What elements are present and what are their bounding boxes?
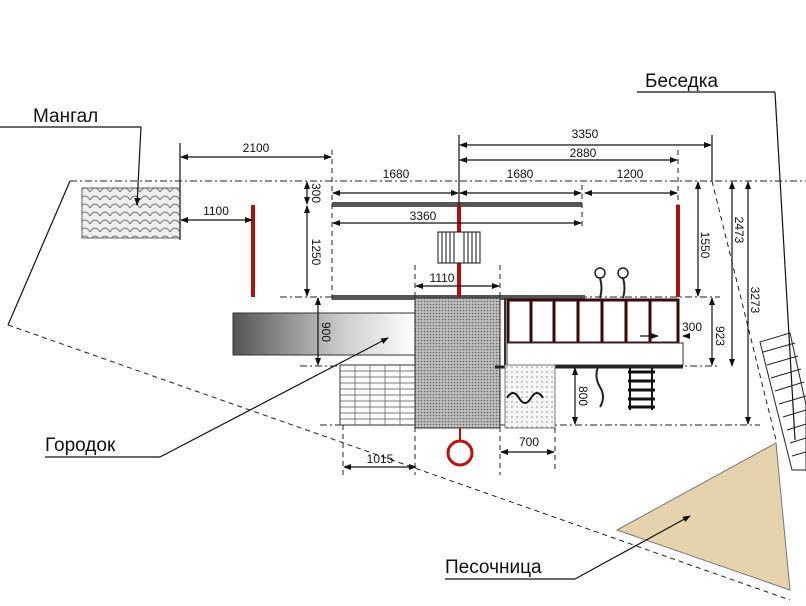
dim-3350: 3350 (572, 127, 599, 141)
top-beam (332, 202, 582, 207)
sand-area (504, 364, 556, 429)
dim-1200: 1200 (617, 167, 644, 181)
dim-300-top: 300 (309, 183, 323, 203)
tube-slide (232, 312, 416, 356)
dim-900: 900 (319, 322, 333, 342)
dim-1015: 1015 (367, 452, 394, 466)
dim-1110: 1110 (430, 271, 455, 285)
grid-panel (437, 231, 481, 264)
callout-besedka: Беседка (637, 71, 796, 441)
dim-2100: 2100 (243, 141, 270, 155)
dim-2880: 2880 (570, 146, 597, 160)
label-mangal: Мангал (33, 106, 98, 127)
horizontal-ladder (495, 298, 684, 369)
sandbox-triangle (615, 442, 791, 591)
label-besedka: Беседка (645, 71, 719, 92)
dim-700: 700 (519, 435, 539, 449)
tower-platform (414, 297, 501, 429)
dimension-lines (180, 142, 751, 470)
dim-3360: 3360 (410, 209, 437, 223)
climbing-ropes (594, 267, 629, 408)
dim-300-right: 300 (682, 320, 702, 334)
label-gorodok: Городок (45, 435, 116, 456)
callout-mangal: Мангал (0, 106, 142, 206)
dim-1680-right: 1680 (507, 167, 534, 181)
callout-gorodok: Городок (45, 337, 389, 458)
stairs (628, 368, 655, 410)
label-pesochnitsa: Песочница (445, 557, 542, 578)
dim-1100: 1100 (203, 204, 229, 218)
dim-1250: 1250 (309, 239, 323, 266)
dim-3273: 3273 (748, 287, 762, 314)
gym-ring (446, 439, 474, 467)
dim-923: 923 (713, 326, 727, 346)
dim-1550: 1550 (698, 232, 712, 259)
dim-1680-left: 1680 (383, 167, 410, 181)
dim-2473: 2473 (732, 217, 746, 244)
mangal-block (81, 187, 181, 239)
dim-800: 800 (576, 386, 590, 406)
callout-pesochnitsa: Песочница (445, 515, 691, 580)
wooden-deck (339, 364, 416, 426)
